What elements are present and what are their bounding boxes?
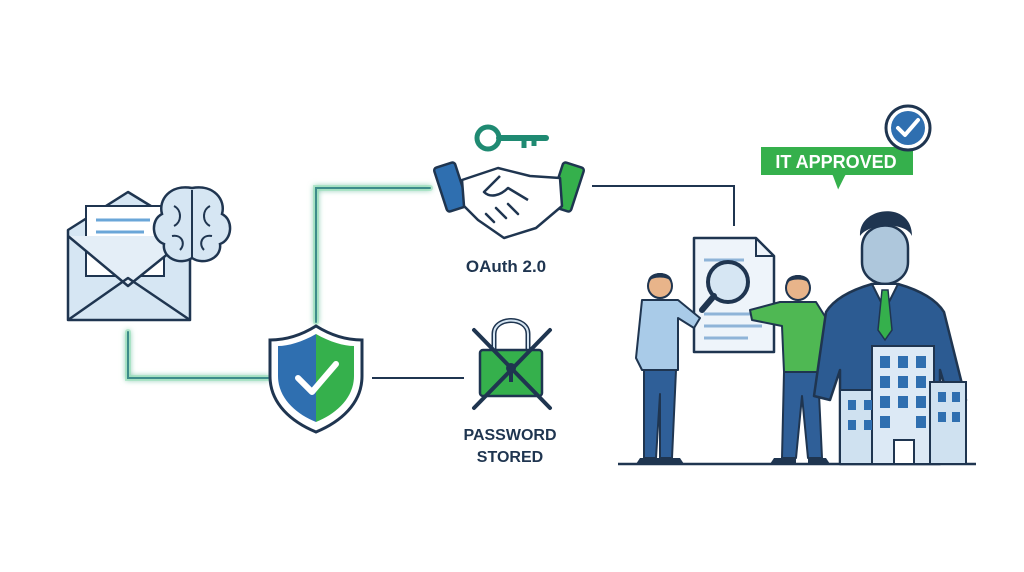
person-analyst-right	[749, 275, 830, 464]
person-analyst-left	[635, 273, 701, 464]
oauth-label: OAuth 2.0	[466, 257, 546, 276]
it-approved-label: IT APPROVED	[775, 152, 896, 172]
it-approved-badge: IT APPROVED	[759, 145, 915, 193]
magnifier-icon	[699, 260, 750, 313]
password-label-line2: STORED	[477, 449, 543, 466]
connector-email-shield	[125, 329, 271, 381]
connector-shield-oauth	[313, 185, 433, 325]
connector-oauth-team	[592, 185, 735, 226]
building-icon	[839, 345, 967, 465]
check-badge-icon	[884, 104, 932, 152]
email-icon	[66, 190, 192, 322]
key-icon	[474, 124, 549, 152]
password-label-line1: PASSWORD	[463, 427, 556, 444]
brain-icon	[152, 186, 232, 263]
padlock-crossed-icon	[472, 318, 552, 410]
handshake-icon	[432, 161, 586, 240]
shield-check-icon	[268, 324, 364, 434]
